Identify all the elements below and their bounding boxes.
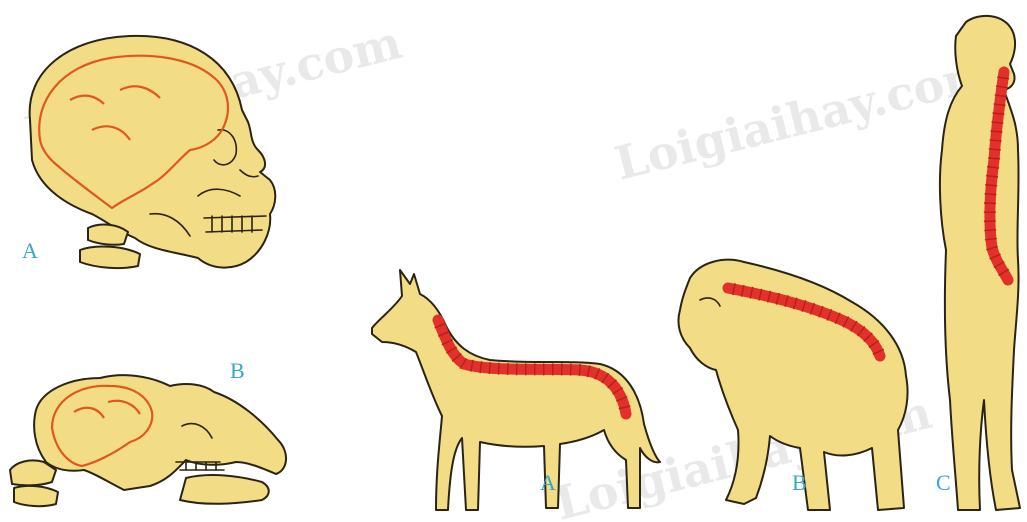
human-label: C (936, 470, 951, 495)
gorilla-skull (10, 375, 286, 506)
vertebra-tick (579, 364, 580, 376)
vertebra-tick (489, 362, 490, 374)
vertebra-tick (498, 363, 499, 375)
vertebra-tick (988, 158, 1000, 159)
vertebra-tick (984, 230, 996, 231)
vertebra-tick (985, 194, 997, 195)
human-skull-label: A (22, 238, 38, 263)
ape-label: B (792, 470, 807, 495)
dog-label: A (540, 470, 556, 495)
watermark-text: Loigiaihay.com (610, 45, 997, 191)
gorilla-skull-label: B (230, 358, 245, 383)
vertebra-tick (989, 149, 1001, 150)
